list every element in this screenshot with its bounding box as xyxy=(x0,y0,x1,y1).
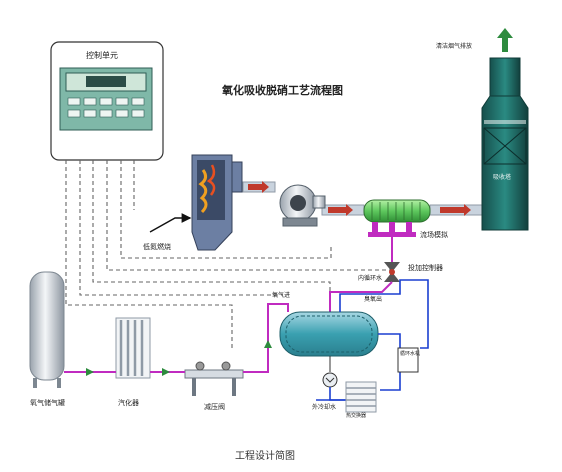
ozone-mixer xyxy=(363,199,431,237)
label-absorption-tower: 吸收塔 xyxy=(493,174,512,181)
control-signal-lines xyxy=(65,160,392,350)
boiler xyxy=(191,154,243,251)
label-low-nox-burner: 低氮燃烧 xyxy=(143,243,171,251)
induced-draft-fan xyxy=(279,184,326,227)
flow-arrows-green xyxy=(86,340,272,376)
label-internal-cooling-water: 内循环水 xyxy=(358,275,383,282)
flue-gas-flow xyxy=(242,181,483,216)
pressure-reducing-valve xyxy=(184,361,244,396)
label-pressure-reducer: 减压阀 xyxy=(204,403,225,411)
ozone-generator xyxy=(279,311,379,388)
cooling-water-unit xyxy=(397,347,419,373)
oxygen-storage-tank xyxy=(29,271,65,388)
label-control-unit: 控制单元 xyxy=(86,51,118,60)
vaporizer xyxy=(115,317,151,379)
label-vaporizer: 汽化器 xyxy=(118,399,139,407)
diagram-title: 氧化吸收脱硝工艺流程图 xyxy=(222,84,343,97)
label-heat-exchanger: 热交换器 xyxy=(346,413,367,419)
control-unit xyxy=(50,41,164,161)
label-ozone-out: 臭氧出 xyxy=(364,296,383,303)
low-nox-arrow xyxy=(149,213,192,233)
label-exhaust: 清洁烟气排放 xyxy=(436,43,473,50)
dosing-controller-valve xyxy=(384,262,400,282)
absorption-tower xyxy=(481,28,529,231)
label-field-simulation: 流场模拟 xyxy=(420,231,448,239)
diagram-caption: 工程设计简图 xyxy=(235,451,295,462)
label-external-cooling-water: 外冷却水 xyxy=(312,404,337,411)
label-oxygen-in: 氧气进 xyxy=(272,292,291,299)
label-oxygen-tank: 氧气储气罐 xyxy=(30,399,65,407)
label-cooling-water-unit: 循环水机 xyxy=(400,351,421,357)
heat-exchanger xyxy=(345,381,377,413)
label-dosing-controller: 投加控制器 xyxy=(408,264,443,272)
